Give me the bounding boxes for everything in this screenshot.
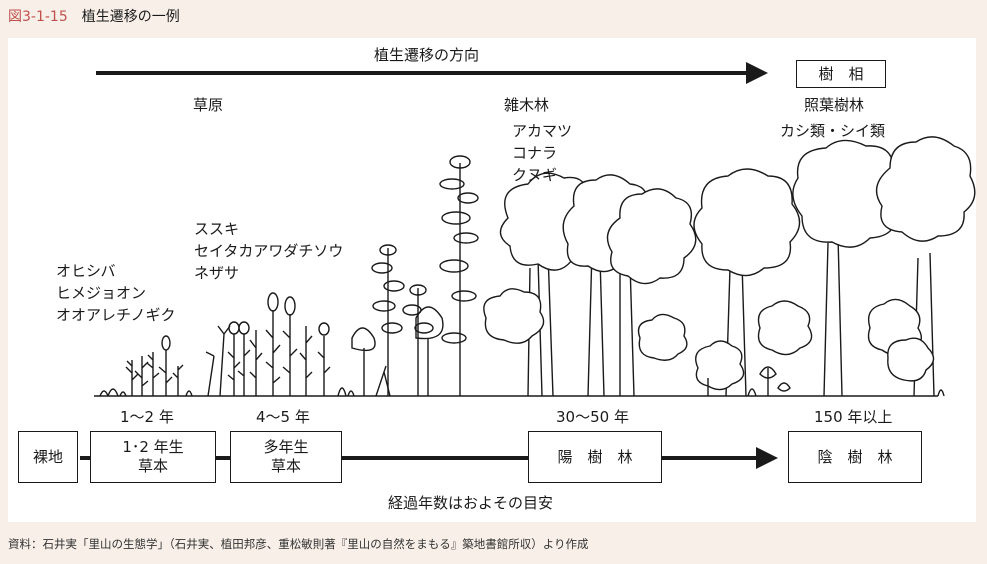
species-annual-2: ヒメジョオン <box>56 284 147 302</box>
figure-number: 図3-1-15 <box>8 9 68 25</box>
evergreen-trees-illustration <box>693 136 976 397</box>
stage-coppice: 雑木林 <box>504 96 550 114</box>
succession-direction-label: 植生遷移の方向 <box>374 46 480 64</box>
species-perennial-2: セイタカアワダチソウ <box>194 242 344 260</box>
deciduous-trees-illustration <box>483 172 697 397</box>
diagram-panel: 植生遷移の方向 樹 相 草原 雑木林 照葉樹林 オヒシバ ヒメジョオン オオアレ… <box>8 38 976 522</box>
box-perennial-herbs-line2: 草本 <box>270 457 301 475</box>
source-note: 資料：石井実「里山の生態学」（石井実、植田邦彦、重松敏則著『里山の自然をまもる』… <box>8 537 589 551</box>
species-coppice-1: アカマツ <box>512 122 573 140</box>
timeline-note: 経過年数はおよその目安 <box>388 494 554 512</box>
box-bare-ground: 裸地 <box>18 431 78 483</box>
box-annual-herbs-line1: 1･2 年生 <box>122 438 184 456</box>
species-perennial-3: ネザサ <box>194 264 240 282</box>
succession-illustration <box>80 62 976 469</box>
box-sun-trees: 陽 樹 林 <box>528 431 662 483</box>
climax-label: 樹 相 <box>818 64 864 83</box>
box-perennial-herbs: 多年生 草本 <box>230 431 342 483</box>
years-perennial: 4〜5 年 <box>256 408 310 426</box>
box-sun-trees-label: 陽 樹 林 <box>557 447 633 466</box>
stage-evergreen: 照葉樹林 <box>804 96 865 114</box>
years-sun: 30〜50 年 <box>556 408 629 426</box>
climax-box: 樹 相 <box>796 60 886 88</box>
species-coppice-2: コナラ <box>512 144 558 162</box>
figure-title: 図3-1-15 植生遷移の一例 <box>8 6 180 26</box>
box-annual-herbs: 1･2 年生 草本 <box>90 431 216 483</box>
years-shade: 150 年以上 <box>814 408 893 426</box>
years-annual: 1〜2 年 <box>120 408 174 426</box>
annual-herbs-illustration <box>99 335 193 397</box>
species-evergreen: カシ類・シイ類 <box>780 122 886 140</box>
box-shade-trees: 陰 樹 林 <box>788 431 922 483</box>
pine-tree-illustration <box>439 155 479 396</box>
succession-direction-arrow <box>96 62 768 84</box>
box-shade-trees-label: 陰 樹 林 <box>817 447 893 466</box>
perennial-herbs-illustration <box>205 292 355 397</box>
figure-name: 植生遷移の一例 <box>81 9 180 25</box>
species-annual-1: オヒシバ <box>56 262 116 280</box>
box-annual-herbs-line2: 草本 <box>137 457 168 475</box>
species-perennial-1: ススキ <box>194 220 240 238</box>
box-bare-ground-label: 裸地 <box>32 447 63 466</box>
stage-grassland: 草原 <box>193 96 224 114</box>
species-annual-3: オオアレチノギク <box>56 306 176 324</box>
box-perennial-herbs-line1: 多年生 <box>263 438 309 456</box>
species-coppice-3: クヌギ <box>512 166 558 184</box>
sapling-illustration <box>351 244 444 397</box>
